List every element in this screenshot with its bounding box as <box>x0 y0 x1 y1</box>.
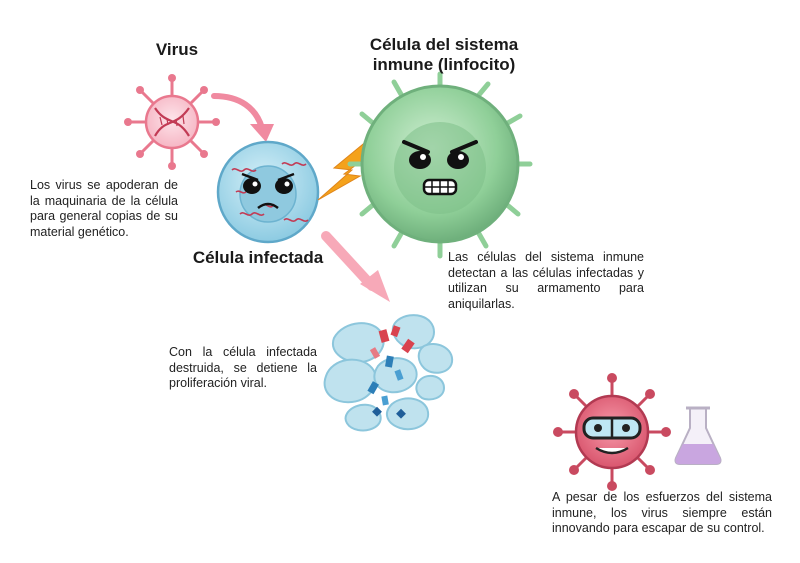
lymphocyte-icon <box>347 71 533 259</box>
arrow-virus-to-cell-head <box>250 124 274 142</box>
dna-fragments-icon <box>367 325 415 419</box>
virus-innovation-text: A pesar de los esfuerzos del sistema inm… <box>552 490 772 536</box>
immune-attack-text: Las células del sistema inmune detectan … <box>448 250 644 311</box>
virus-takeover-text: Los virus se apoderan de la maquinaria d… <box>30 178 178 239</box>
destroyed-cell-icon <box>323 314 454 432</box>
infected-cell-label: Célula infectada <box>192 248 324 267</box>
flask-icon <box>674 406 722 465</box>
arrow-virus-to-cell <box>211 93 265 131</box>
virus-icon <box>124 74 220 170</box>
lymphocyte-label: Célula del sistema inmune (linfocito) <box>369 35 519 75</box>
arrow-cell-to-destroyed <box>321 231 377 291</box>
arrow-cell-to-destroyed-head <box>360 270 390 302</box>
infected-cell-icon <box>216 140 320 244</box>
cell-destroyed-text: Con la célula infectada destruida, se de… <box>169 345 317 391</box>
scientist-virus-icon <box>553 373 671 491</box>
virus-label: Virus <box>155 40 199 59</box>
